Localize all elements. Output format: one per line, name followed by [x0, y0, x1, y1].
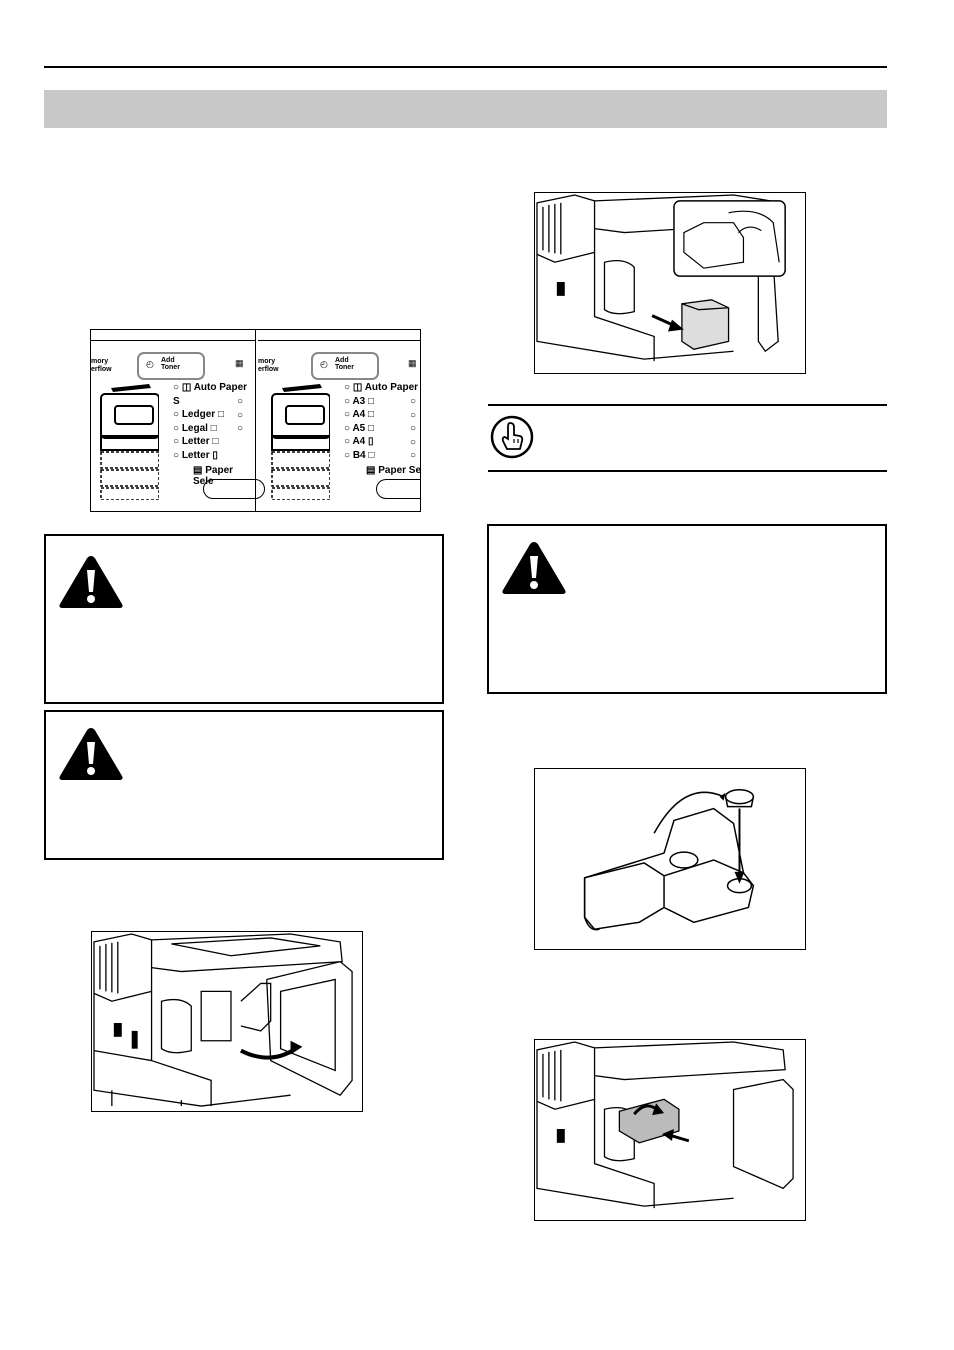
operation-panel-figure: mory erflow ◴ Add Toner ▦ ○ ◫ Auto Paper… — [90, 329, 421, 512]
add-toner-indicator-highlight — [311, 352, 379, 380]
paper-item: ○ ◫ Auto Paper — [344, 382, 419, 393]
toner-icon: ◴ — [146, 359, 154, 369]
paper-item: ○ ◫ Auto Paper S — [173, 382, 248, 407]
panel-inch: mory erflow ◴ Add Toner ▦ ○ ◫ Auto Paper… — [91, 330, 265, 511]
add-toner-indicator-highlight — [137, 352, 205, 380]
paper-size-list: ○ ◫ Auto Paper ○ A3 □ ○ A4 □ ○ A5 □ ○ A4… — [344, 381, 418, 462]
note-bottom-rule — [488, 470, 887, 472]
warning-box — [44, 710, 444, 860]
warning-triangle-icon — [502, 542, 566, 594]
paper-item: ○ B4 □ — [344, 449, 375, 461]
grid-icon: ▦ — [235, 358, 244, 368]
paper-select-key — [376, 479, 420, 499]
paper-select-key — [203, 479, 265, 499]
note-top-rule — [488, 404, 887, 406]
remove-toner-container-illustration — [534, 192, 806, 374]
paper-item: ○ Letter ▯ — [173, 449, 218, 461]
cap-toner-container-illustration — [534, 768, 806, 950]
grid-icon: ▦ — [408, 358, 417, 368]
paper-item: ○ A4 □ — [344, 409, 375, 420]
paper-item: ○ A3 □ — [344, 395, 375, 407]
paper-size-list: ○ ◫ Auto Paper S ○ Ledger □ ○ Legal □ ○ … — [173, 381, 255, 462]
warning-box — [487, 524, 887, 694]
copier-diagram — [271, 384, 330, 500]
section-title-band — [44, 90, 887, 128]
paper-item: ○ Ledger □ — [173, 409, 224, 420]
warning-triangle-icon — [59, 556, 123, 608]
copier-diagram — [100, 384, 159, 500]
warning-triangle-icon — [59, 728, 123, 780]
warning-box — [44, 534, 444, 704]
panel-metric: mory erflow ◴ Add Toner ▦ ○ ◫ Auto Paper… — [258, 330, 420, 511]
pointing-hand-icon — [490, 415, 534, 459]
install-toner-container-illustration — [534, 1039, 806, 1221]
toner-icon: ◴ — [320, 359, 328, 369]
paper-item: ○ A5 □ — [344, 422, 375, 434]
header-rule — [44, 66, 887, 68]
open-front-cover-illustration — [91, 931, 363, 1112]
paper-item: ○ Legal □ — [173, 422, 217, 434]
paper-item: ○ A4 ▯ — [344, 436, 374, 447]
paper-item: ○ Letter □ — [173, 436, 219, 447]
